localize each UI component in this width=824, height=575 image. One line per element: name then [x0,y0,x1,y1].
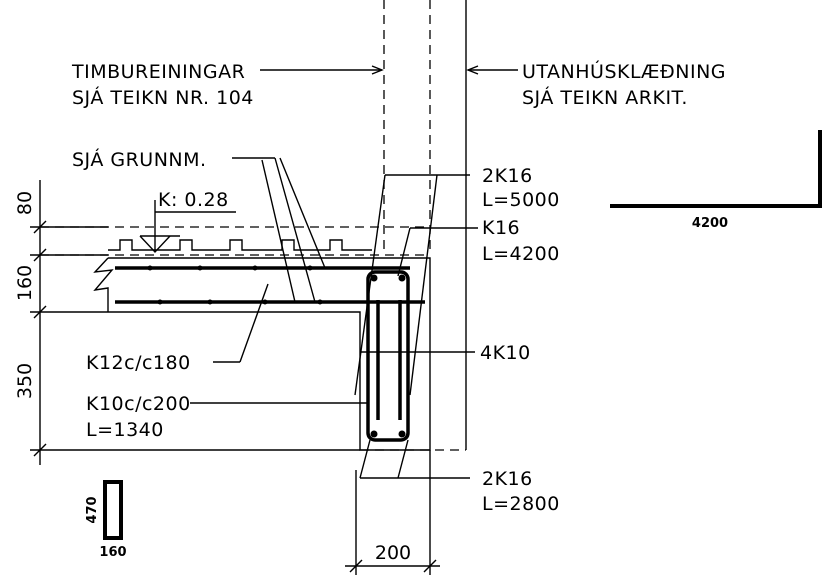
label-k16: K16 [482,217,520,239]
label-k16-length: L=4200 [482,243,560,265]
leader-lines [190,65,518,479]
dimension-160: 160 [14,265,36,301]
dimension-200: 200 [375,542,411,564]
timber-units-profile [108,239,372,251]
stirrup-shape [103,480,123,540]
label-see-foundation: SJÁ GRUNNM. [72,148,207,171]
wall-outline [383,0,467,450]
dimension-80: 80 [14,191,36,215]
bar-shape-k16 [610,130,822,208]
label-2k16-bottom-length: L=2800 [482,493,560,515]
vertical-dimension [30,180,360,465]
slab-rebars [115,266,425,304]
concrete-outline [93,257,431,451]
label-level: K: 0.28 [158,189,229,211]
label-timber-2: SJÁ TEIKN NR. 104 [72,86,254,109]
wall-stirrup [366,270,410,442]
rebar-dots [147,265,406,438]
label-2k16-bottom: 2K16 [482,468,533,490]
stirrup-height: 470 [85,496,100,523]
level-marker [139,200,236,254]
label-cladding-1: UTANHÚSKLÆÐNING [522,59,726,83]
dimension-350: 350 [14,363,36,399]
stirrup-width: 160 [99,545,126,560]
label-2k16-top: 2K16 [482,165,533,187]
label-k12: K12c/c180 [86,352,191,374]
bottom-dimension [345,450,440,575]
label-4k10: 4K10 [480,342,531,364]
label-2k16-top-length: L=5000 [482,189,560,211]
bar-shape-length: 4200 [692,216,728,231]
label-cladding-2: SJÁ TEIKN ARKIT. [522,86,688,109]
label-k10-length: L=1340 [86,419,164,441]
label-timber-1: TIMBUREININGAR [71,61,245,83]
label-k10: K10c/c200 [86,393,191,415]
